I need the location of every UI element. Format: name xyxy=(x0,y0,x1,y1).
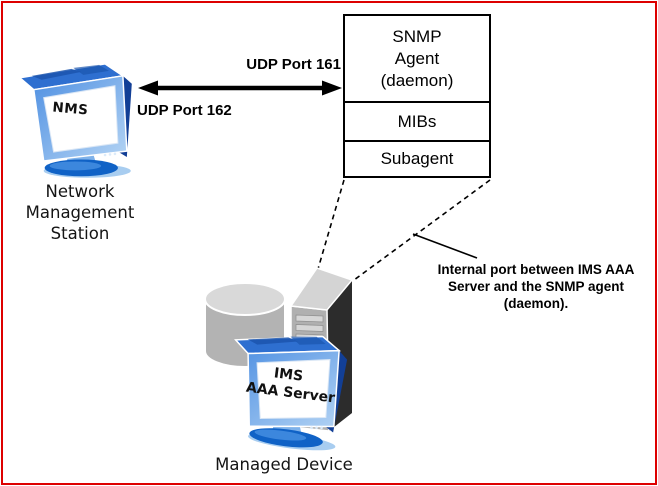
subagent-box: Subagent xyxy=(345,140,489,176)
ims-monitor-illustration: IMS AAA Server xyxy=(222,325,351,455)
nms-screen-label: NMS xyxy=(52,99,89,118)
internal-port-lines xyxy=(317,179,491,281)
annotation-pointer-line xyxy=(412,233,478,259)
udp-port-162-label: UDP Port 162 xyxy=(137,102,232,119)
internal-port-annotation: Internal port between IMS AAA Server and… xyxy=(437,262,635,311)
ims-screen-label-line1: IMS xyxy=(273,365,304,384)
managed-device-caption: Managed Device xyxy=(215,455,353,474)
managed-device-illustration: IMS AAA Server xyxy=(204,267,354,455)
arrowhead-right xyxy=(322,80,342,96)
udp-port-161-label: UDP Port 161 xyxy=(246,56,341,73)
snmp-agent-stack: SNMP Agent (daemon) MIBs Subagent xyxy=(343,14,491,178)
snmp-agent-box: SNMP Agent (daemon) xyxy=(380,26,454,90)
dashed-line-right xyxy=(353,179,491,281)
mibs-box: MIBs xyxy=(345,101,489,140)
udp-arrow xyxy=(138,80,342,96)
arrowhead-left xyxy=(138,80,158,96)
dashed-line-left xyxy=(317,179,345,270)
nms-monitor-illustration: NMS xyxy=(19,63,133,179)
nms-caption: Network Management Station xyxy=(25,182,135,243)
